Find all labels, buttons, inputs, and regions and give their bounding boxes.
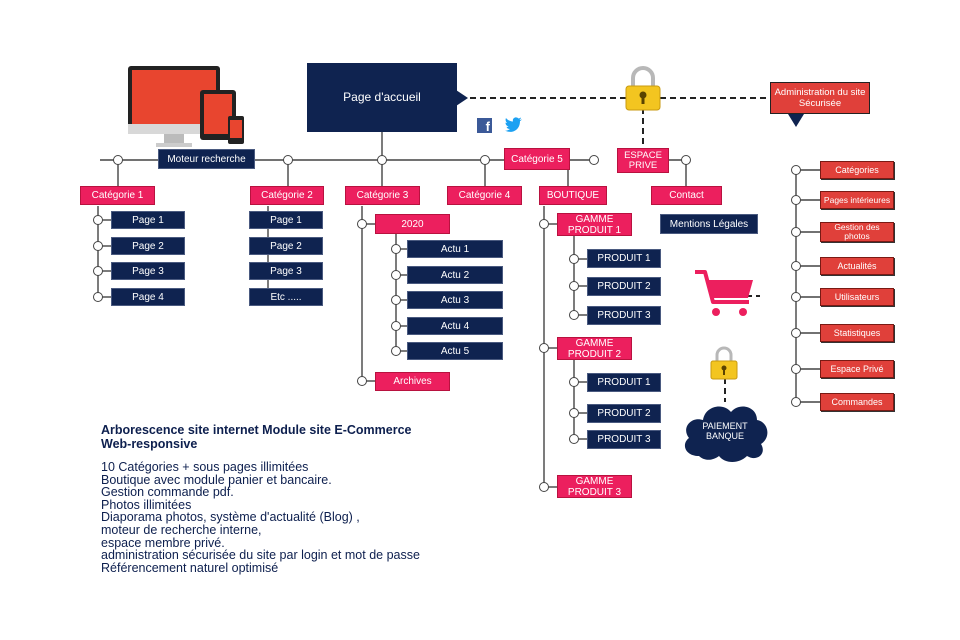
espace-prive[interactable]: ESPACE PRIVE xyxy=(617,148,669,173)
news-item[interactable]: Actu 5 xyxy=(407,342,503,360)
connector-dot xyxy=(391,346,401,356)
category-4[interactable]: Catégorie 4 xyxy=(447,186,522,205)
cat2-page[interactable]: Page 2 xyxy=(249,237,323,255)
connector-dot xyxy=(113,155,123,165)
news-item[interactable]: Actu 3 xyxy=(407,291,503,309)
description-line: administration sécurisée du site par log… xyxy=(101,548,420,563)
admin-item-private[interactable]: Espace Privé xyxy=(820,360,894,378)
connector-dot xyxy=(569,254,579,264)
connector-dot xyxy=(93,292,103,302)
connector-dot xyxy=(93,215,103,225)
year-2020[interactable]: 2020 xyxy=(375,214,450,234)
connector-dot xyxy=(357,376,367,386)
connector-dot xyxy=(539,343,549,353)
cat2-page[interactable]: Page 1 xyxy=(249,211,323,229)
product-item[interactable]: PRODUIT 2 xyxy=(587,404,661,423)
description-line: 10 Catégories + sous pages illimitées xyxy=(101,460,309,474)
admin-item-categories[interactable]: Catégories xyxy=(820,161,894,179)
payment-label: PAIEMENT BANQUE xyxy=(702,421,748,441)
product-range-1[interactable]: GAMME PRODUIT 1 xyxy=(557,213,632,236)
admin-box[interactable]: Administration du site Sécurisée xyxy=(770,82,870,114)
connector-dot xyxy=(539,219,549,229)
lock-icon xyxy=(625,66,661,111)
category-1[interactable]: Catégorie 1 xyxy=(80,186,155,205)
connector-dot xyxy=(391,321,401,331)
cloud-icon[interactable] xyxy=(679,398,771,466)
admin-item-pages[interactable]: Pages intérieures xyxy=(820,191,894,209)
facebook-icon[interactable]: f xyxy=(477,118,492,134)
devices-icon xyxy=(128,66,244,147)
description-line: Référencement naturel optimisé xyxy=(101,560,279,575)
cat1-page[interactable]: Page 2 xyxy=(111,237,185,255)
product-range-2[interactable]: GAMME PRODUIT 2 xyxy=(557,337,632,360)
connector-dot xyxy=(357,219,367,229)
news-item[interactable]: Actu 1 xyxy=(407,240,503,258)
connector-dot xyxy=(569,408,579,418)
legal-notice[interactable]: Mentions Légales xyxy=(660,214,758,234)
connector-dot xyxy=(283,155,293,165)
connector-dot xyxy=(791,292,801,302)
connector-dot xyxy=(391,244,401,254)
product-item[interactable]: PRODUIT 1 xyxy=(587,373,661,392)
connector-dot xyxy=(93,241,103,251)
admin-arrow xyxy=(788,114,804,127)
description-line: Gestion commande pdf. xyxy=(101,485,234,500)
twitter-icon[interactable] xyxy=(505,117,523,132)
lock-icon xyxy=(710,346,738,380)
admin-item-orders[interactable]: Commandes xyxy=(820,393,894,411)
cat1-page[interactable]: Page 3 xyxy=(111,262,185,280)
admin-item-stats[interactable]: Statistiques xyxy=(820,324,894,342)
connector-dot xyxy=(569,434,579,444)
description-line: Boutique avec module panier et bancaire. xyxy=(101,472,332,487)
product-range-3[interactable]: GAMME PRODUIT 3 xyxy=(557,475,632,498)
archives[interactable]: Archives xyxy=(375,372,450,391)
category-2[interactable]: Catégorie 2 xyxy=(250,186,324,205)
cat2-page[interactable]: Page 3 xyxy=(249,262,323,280)
connector-dot xyxy=(377,155,387,165)
connector-dot xyxy=(791,328,801,338)
connector-dot xyxy=(391,295,401,305)
cat2-page[interactable]: Etc ..... xyxy=(249,288,323,306)
search-engine-box[interactable]: Moteur recherche xyxy=(158,149,255,169)
contact[interactable]: Contact xyxy=(651,186,722,205)
connector-dot xyxy=(93,266,103,276)
connector-dot xyxy=(569,310,579,320)
product-item[interactable]: PRODUIT 1 xyxy=(587,249,661,268)
connector-dot xyxy=(791,195,801,205)
connector-dot xyxy=(569,377,579,387)
connector-dot xyxy=(589,155,599,165)
connector-dot xyxy=(681,155,691,165)
description-line: moteur de recherche interne, xyxy=(101,523,262,537)
product-item[interactable]: PRODUIT 3 xyxy=(587,306,661,325)
description-line: Diaporama photos, système d'actualité (B… xyxy=(101,510,360,525)
description-title: Arborescence site internet Module site E… xyxy=(101,423,412,451)
cat1-page[interactable]: Page 4 xyxy=(111,288,185,306)
boutique[interactable]: BOUTIQUE xyxy=(539,186,607,205)
news-item[interactable]: Actu 2 xyxy=(407,266,503,284)
connector-dot xyxy=(480,155,490,165)
news-item[interactable]: Actu 4 xyxy=(407,317,503,335)
home-page-box[interactable]: Page d'accueil xyxy=(307,63,457,132)
connector-dot xyxy=(791,397,801,407)
admin-item-users[interactable]: Utilisateurs xyxy=(820,288,894,306)
product-item[interactable]: PRODUIT 3 xyxy=(587,430,661,449)
category-5[interactable]: Catégorie 5 xyxy=(504,148,570,170)
product-item[interactable]: PRODUIT 2 xyxy=(587,277,661,296)
description-line: espace membre privé. xyxy=(101,535,225,550)
admin-item-news[interactable]: Actualités xyxy=(820,257,894,275)
connector-dot xyxy=(569,281,579,291)
connector-dot xyxy=(791,165,801,175)
connector-dot xyxy=(791,364,801,374)
connector-dot xyxy=(791,227,801,237)
description-line: Photos illimitées xyxy=(101,497,192,512)
connector-dot xyxy=(391,270,401,280)
home-arrow xyxy=(456,90,468,106)
connector-dot xyxy=(539,482,549,492)
cat1-page[interactable]: Page 1 xyxy=(111,211,185,229)
category-3[interactable]: Catégorie 3 xyxy=(345,186,420,205)
connector-dot xyxy=(791,261,801,271)
admin-item-photos[interactable]: Gestion des photos xyxy=(820,222,894,242)
cart-icon[interactable] xyxy=(693,268,757,318)
